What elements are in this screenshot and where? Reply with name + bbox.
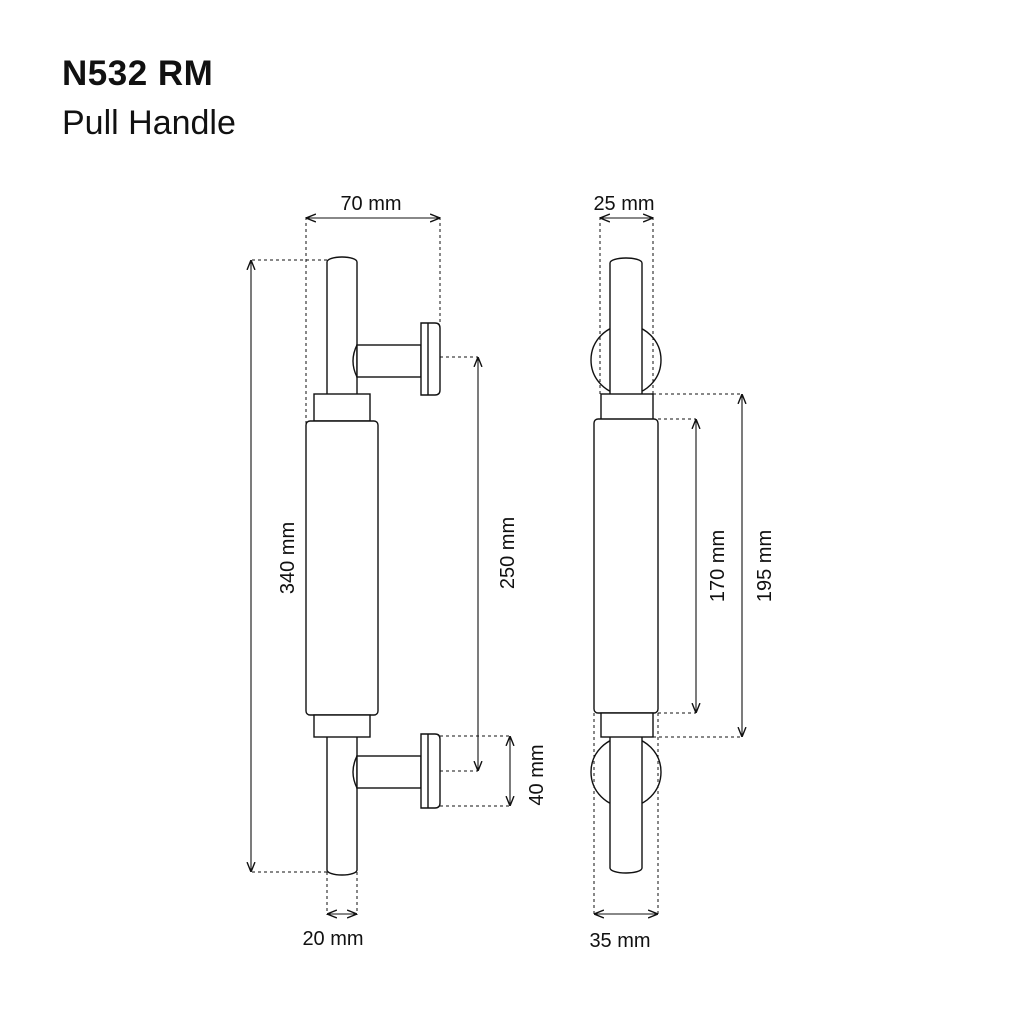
dim-centers-label: 250 mm xyxy=(497,517,519,589)
dim-height-label: 340 mm xyxy=(277,522,299,594)
product-code: N532 RM xyxy=(62,54,214,93)
dim-bar-label: 20 mm xyxy=(302,928,363,950)
dim-side-rose-label: 35 mm xyxy=(589,930,650,952)
side-view: 25 mm 170 mm 195 mm 35 mm xyxy=(589,193,776,952)
front-ext-lines xyxy=(252,217,510,915)
front-view: 70 mm 340 mm 250 mm 40 mm 20 mm xyxy=(251,193,548,950)
dim-rose-label: 40 mm xyxy=(526,744,548,805)
side-ext-lines xyxy=(593,217,742,915)
front-top-post xyxy=(352,322,441,396)
product-name: Pull Handle xyxy=(62,104,236,142)
dim-grip-label: 170 mm xyxy=(707,530,729,602)
dim-width-label: 70 mm xyxy=(340,193,401,215)
side-grip xyxy=(593,393,659,738)
dim-side-bar-label: 25 mm xyxy=(593,193,654,215)
front-grip xyxy=(305,393,379,738)
dim-grip-outer-label: 195 mm xyxy=(754,530,776,602)
front-bottom-post xyxy=(352,733,441,809)
